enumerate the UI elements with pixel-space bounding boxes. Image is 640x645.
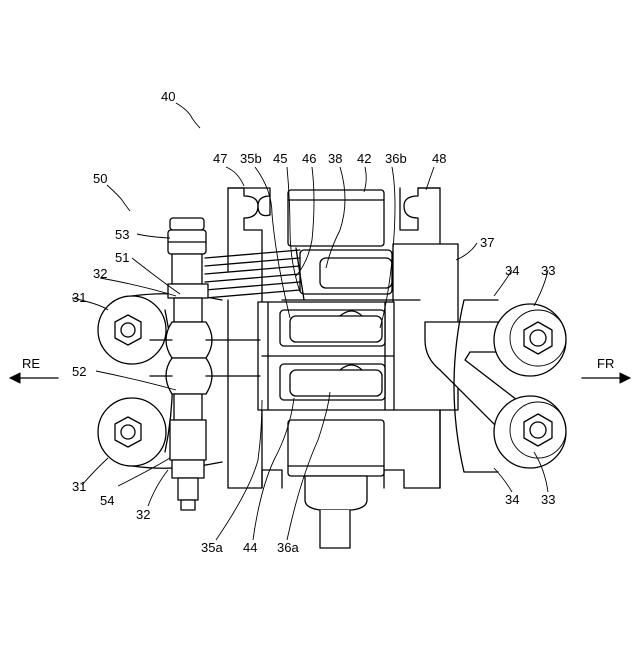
- front-direction-arrow: [582, 373, 630, 383]
- label-35b: 35b: [240, 151, 262, 166]
- label-53: 53: [115, 227, 129, 242]
- label-33-bottom: 33: [541, 492, 555, 507]
- label-51: 51: [115, 250, 129, 265]
- pulley-bottom-left: [98, 398, 166, 466]
- label-44: 44: [243, 540, 257, 555]
- label-32-bottom: 32: [136, 507, 150, 522]
- label-34-bottom: 34: [505, 492, 519, 507]
- rear-direction-arrow: [10, 373, 58, 383]
- label-48: 48: [432, 151, 446, 166]
- label-38: 38: [328, 151, 342, 166]
- pulley-top-left: [98, 296, 166, 364]
- front-direction-label: FR: [597, 356, 614, 371]
- label-31-top: 31: [72, 290, 86, 305]
- label-52: 52: [72, 364, 86, 379]
- label-36a: 36a: [277, 540, 299, 555]
- label-36b: 36b: [385, 151, 407, 166]
- adjuster-assembly: [150, 218, 260, 510]
- pulley-top-right: [494, 304, 566, 376]
- bottom-cylinder: [288, 420, 384, 548]
- rocker-arms: [280, 250, 392, 400]
- label-34-top: 34: [505, 263, 519, 278]
- pulley-bottom-right: [494, 396, 566, 468]
- label-37: 37: [480, 235, 494, 250]
- label-32-top: 32: [93, 266, 107, 281]
- label-45: 45: [273, 151, 287, 166]
- label-46: 46: [302, 151, 316, 166]
- label-35a: 35a: [201, 540, 223, 555]
- label-33-top: 33: [541, 263, 555, 278]
- label-31-bottom: 31: [72, 479, 86, 494]
- label-42: 42: [357, 151, 371, 166]
- label-54: 54: [100, 493, 114, 508]
- label-50: 50: [93, 171, 107, 186]
- rear-direction-label: RE: [22, 356, 40, 371]
- label-40: 40: [161, 89, 175, 104]
- label-47: 47: [213, 151, 227, 166]
